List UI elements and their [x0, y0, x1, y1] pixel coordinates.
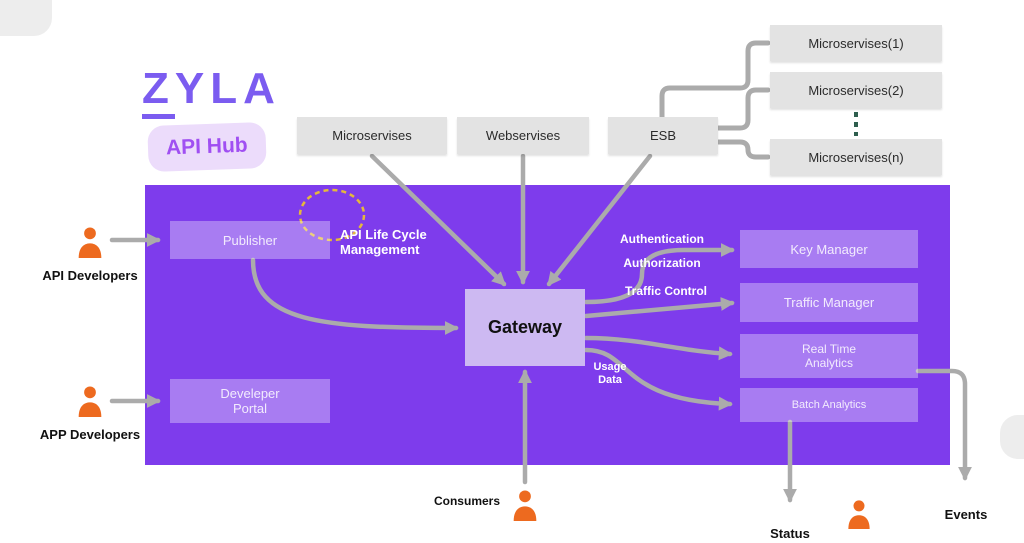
box-microservices: Microservises: [297, 117, 447, 154]
consumers-icon: [509, 487, 541, 528]
logo-letters-rest: YLA: [174, 64, 281, 113]
box-microservices-2: Microservises(2): [770, 72, 942, 108]
logo-letter-z: Z: [142, 64, 175, 119]
box-key-manager: Key Manager: [740, 230, 918, 268]
box-gateway: Gateway: [465, 289, 585, 366]
box-microservices-2-label: Microservises(2): [808, 82, 904, 98]
label-authorization: Authorization: [623, 256, 701, 270]
connector-esb-micro1: [659, 40, 771, 120]
box-microservices-label: Microservises: [332, 128, 412, 143]
box-microservices-1: Microservises(1): [770, 25, 942, 61]
label-consumers: Consumers: [433, 494, 501, 508]
lifecycle-label: API Life Cycle Management: [340, 227, 427, 257]
decor-corner-right: [1000, 415, 1024, 459]
box-esb: ESB: [608, 117, 718, 154]
box-key-manager-label: Key Manager: [790, 241, 868, 257]
box-esb-label: ESB: [649, 128, 676, 143]
box-realtime-analytics-label: Real Time Analytics: [801, 342, 857, 370]
box-microservices-1-label: Microservises(1): [808, 35, 904, 51]
box-publisher-label: Publisher: [222, 232, 278, 248]
box-batch-analytics: Batch Analytics: [740, 388, 918, 422]
box-publisher: Publisher: [170, 221, 330, 259]
decor-corner-topleft: [0, 0, 52, 36]
box-developer-portal-label: Develeper Portal: [220, 386, 280, 416]
label-events: Events: [944, 507, 988, 522]
label-usage-data: Usage Data: [593, 361, 627, 387]
label-api-developers: API Developers: [42, 268, 138, 283]
label-app-developers: APP Developers: [39, 427, 141, 442]
label-status: Status: [770, 526, 810, 541]
connector-esb-micron: [715, 139, 771, 160]
box-microservices-n: Microservises(n): [770, 139, 942, 175]
status-person-icon: [844, 497, 874, 536]
box-developer-portal: Develeper Portal: [170, 379, 330, 423]
box-traffic-manager: Traffic Manager: [740, 283, 918, 322]
box-webservices-label: Webservises: [485, 128, 561, 143]
label-traffic-control: Traffic Control: [624, 284, 707, 298]
box-webservices: Webservises: [457, 117, 589, 154]
api-developers-icon: [74, 224, 106, 265]
box-realtime-analytics: Real Time Analytics: [740, 334, 918, 378]
logo-zyla: ZYLA: [142, 64, 281, 119]
box-traffic-manager-label: Traffic Manager: [783, 295, 875, 310]
box-gateway-label: Gateway: [487, 317, 563, 337]
box-batch-analytics-label: Batch Analytics: [791, 399, 867, 411]
box-microservices-n-label: Microservises(n): [808, 149, 904, 165]
connector-esb-micro2: [715, 87, 771, 131]
app-developers-icon: [74, 383, 106, 424]
label-authentication: Authentication: [620, 232, 704, 246]
logo-api-hub-badge: API Hub: [147, 121, 267, 173]
